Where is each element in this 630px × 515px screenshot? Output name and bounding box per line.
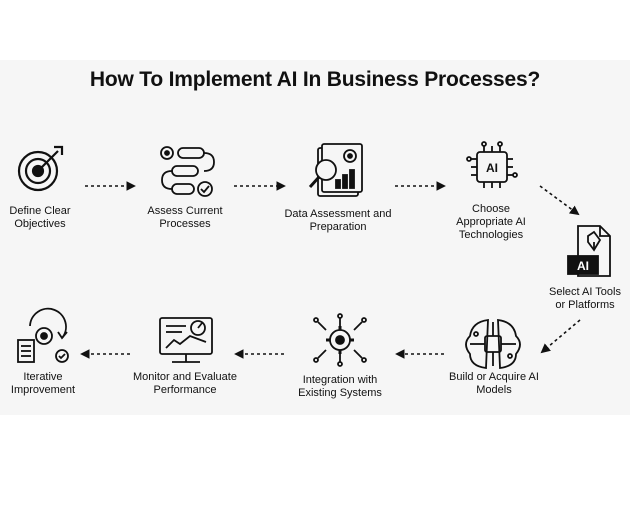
ai-badge-text: AI <box>577 259 589 273</box>
process-flow-icon <box>160 146 215 197</box>
step-label-choose-technologies: Choose Appropriate AI Technologies <box>456 203 526 241</box>
arrow-5-6 <box>540 319 581 354</box>
arrow-4-5 <box>539 185 580 216</box>
ai-chip-icon: AI <box>466 141 518 188</box>
ai-file-icon: AI <box>567 225 611 277</box>
step-label-data-assessment: Data Assessment and Preparation <box>284 208 392 233</box>
report-magnifier-icon <box>308 143 363 197</box>
step-label-integration: Integration with Existing Systems <box>298 374 382 399</box>
gear-circuit-icon <box>313 313 367 367</box>
circuit-brain-icon <box>465 318 521 370</box>
diagram-background <box>0 60 630 415</box>
step-label-assess-processes: Assess Current Processes <box>147 205 223 230</box>
monitor-gauge-icon <box>159 317 213 363</box>
page-title: How To Implement AI In Business Processe… <box>89 68 541 91</box>
step-label-build-models: Build or Acquire AI Models <box>449 371 539 396</box>
step-label-iterative: Iterative Improvement <box>10 371 76 396</box>
cycle-improvement-icon <box>17 307 69 363</box>
step-label-select-tools: Select AI Tools or Platforms <box>549 286 621 311</box>
chip-text: AI <box>486 161 498 175</box>
step-label-monitor: Monitor and Evaluate Performance <box>133 371 237 396</box>
step-label-define-objectives: Define Clear Objectives <box>9 205 71 230</box>
target-icon <box>17 145 64 192</box>
